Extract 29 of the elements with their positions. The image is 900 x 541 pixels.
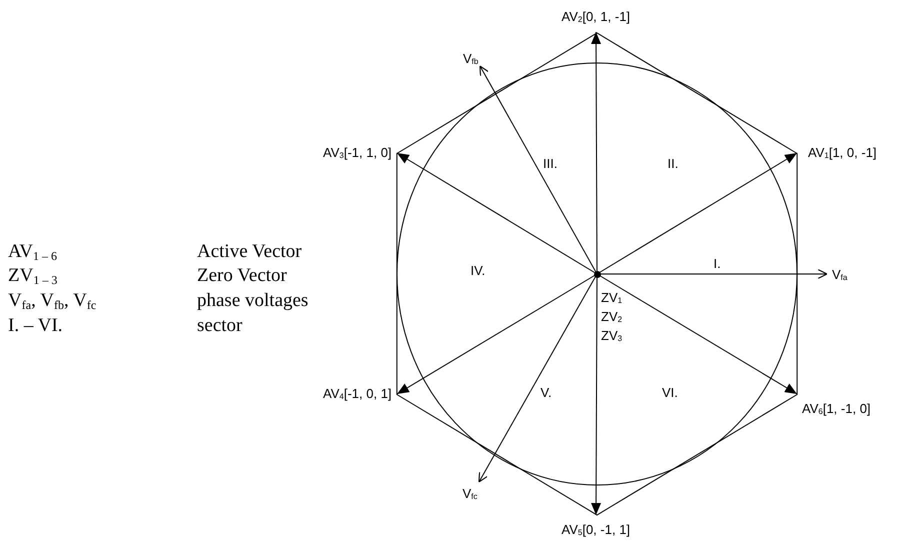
vector-label: AV$_{3}$[-1, 1, 0] (323, 146, 392, 160)
vector-label: V$_{fb}$ (463, 52, 478, 66)
legend-text: Active Vector (197, 242, 302, 261)
legend-text: Zero Vector (197, 266, 287, 285)
vector-label: V$_{fa}$ (832, 268, 848, 282)
vector-label: ZV$_{2}$ (601, 310, 622, 324)
legend-text: sector (197, 316, 242, 335)
origin-dot (594, 270, 600, 278)
sector-label: IV. (470, 264, 486, 277)
vector-label: ZV$_{1}$ (601, 291, 622, 305)
vector-label: AV$_{2}$[0, 1, -1] (562, 10, 630, 24)
sector-label: V. (540, 386, 552, 399)
vector-label: AV$_{6}$[1, -1, 0] (802, 402, 871, 416)
vector-label: AV$_{5}$[0, -1, 1] (562, 523, 630, 537)
sector-label: VI. (662, 386, 678, 399)
legend-text: AV$_{1 – 6}$ (8, 242, 57, 262)
legend-text: phase voltages (197, 291, 308, 310)
legend-text: I. – VI. (8, 316, 63, 335)
vector-label: AV$_{4}$[-1, 0, 1] (323, 387, 392, 401)
vector-label: ZV$_{3}$ (601, 329, 622, 343)
arrow (396, 152, 598, 274)
sector-label: I. (714, 257, 721, 270)
arrow (479, 65, 598, 274)
sector-label: III. (543, 157, 558, 170)
legend-text: V$_{fa}$, V$_{fb}$, V$_{fc}$ (8, 291, 96, 311)
vector-label: V$_{fc}$ (462, 487, 478, 501)
sector-label: II. (668, 157, 678, 170)
vector-label: AV$_{1}$[1, 0, -1] (808, 146, 877, 160)
legend-text: ZV$_{1 – 3}$ (8, 266, 58, 286)
